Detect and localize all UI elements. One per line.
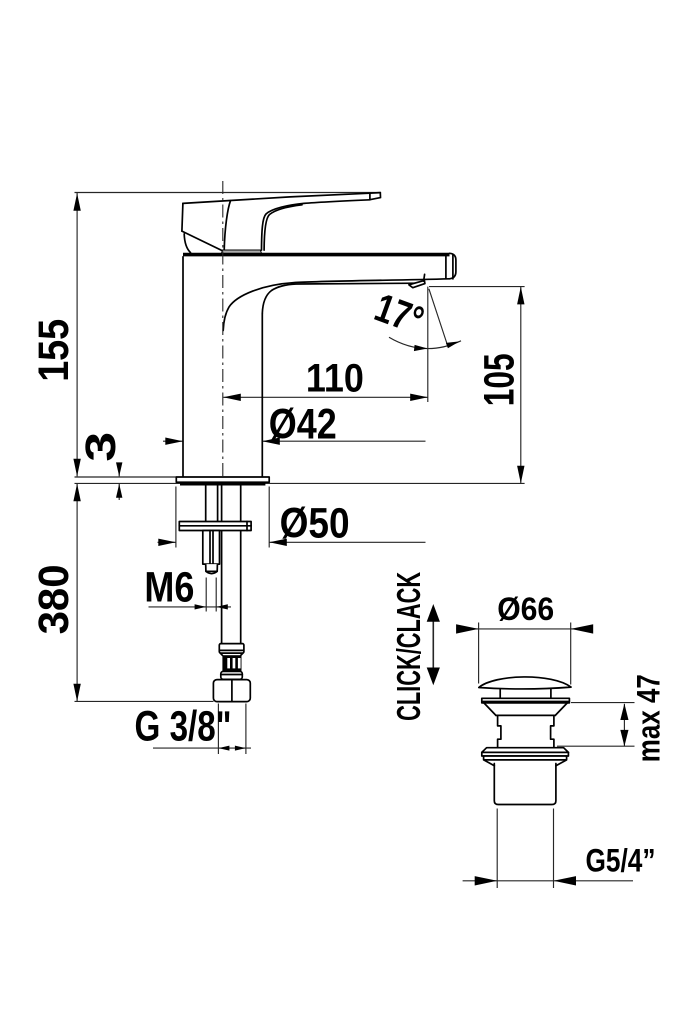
svg-text:105: 105 — [475, 353, 523, 406]
svg-text:155: 155 — [30, 319, 78, 382]
svg-text:Ø50: Ø50 — [280, 500, 350, 548]
svg-text:CLICK/CLACK: CLICK/CLACK — [390, 572, 427, 721]
svg-text:max 47: max 47 — [631, 674, 667, 762]
svg-text:110: 110 — [306, 357, 364, 401]
svg-text:Ø42: Ø42 — [269, 401, 337, 449]
svg-text:Ø66: Ø66 — [497, 591, 554, 627]
svg-text:380: 380 — [30, 564, 78, 634]
svg-text:3: 3 — [77, 432, 125, 462]
svg-text:G5/4”: G5/4” — [586, 843, 656, 879]
svg-text:M6: M6 — [144, 564, 194, 612]
svg-text:G 3/8": G 3/8" — [135, 703, 232, 751]
